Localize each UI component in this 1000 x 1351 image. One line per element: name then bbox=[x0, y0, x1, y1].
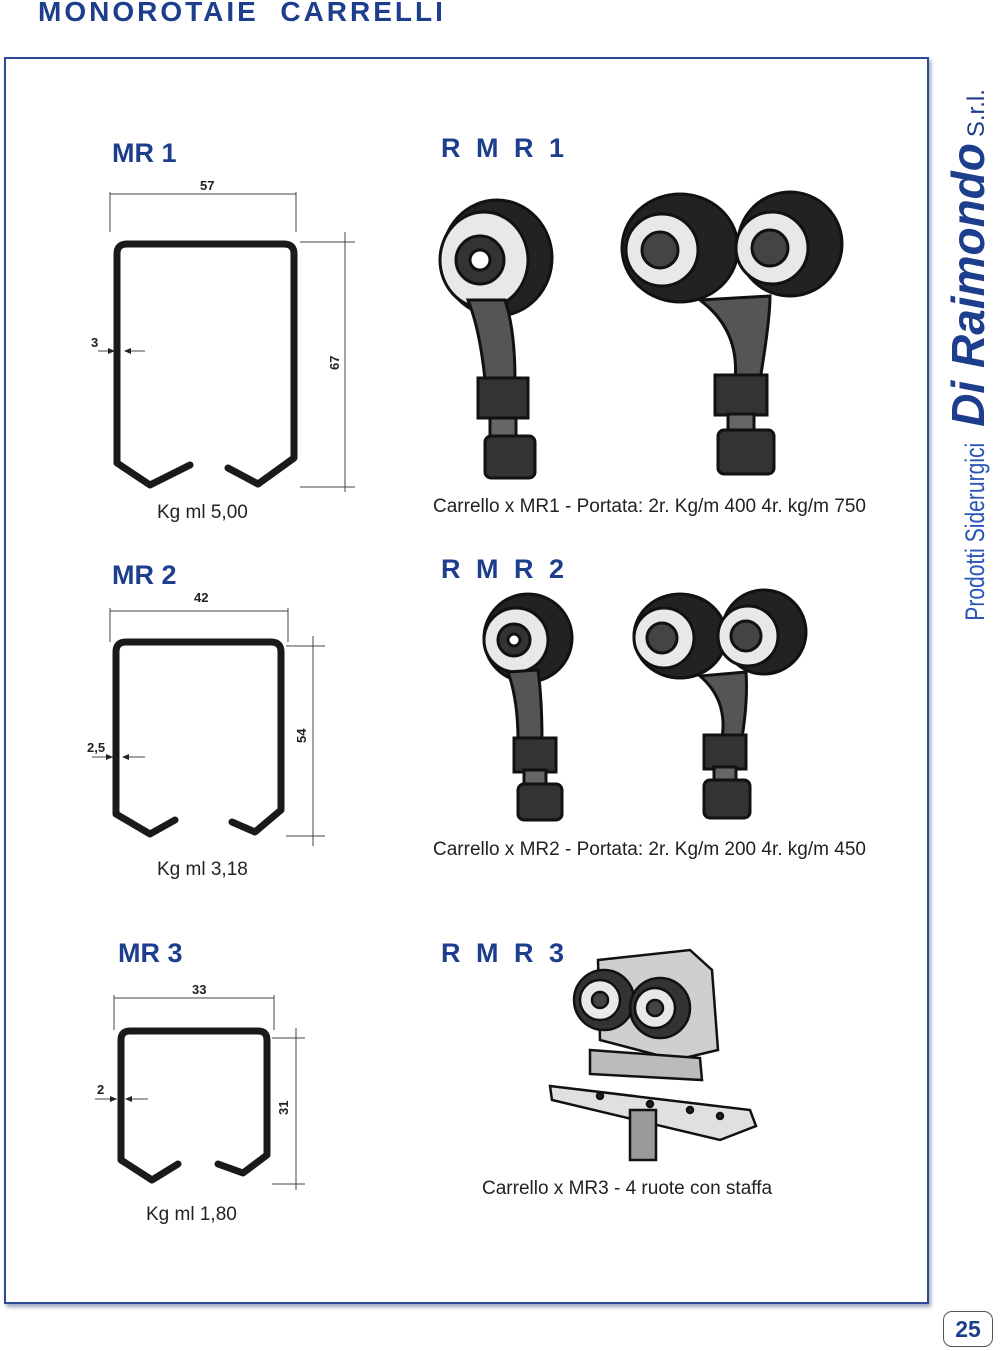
page-title: MONOROTAIE CARRELLI bbox=[38, 0, 446, 27]
weight-mr3: Kg ml 1,80 bbox=[146, 1204, 237, 1225]
dim-thickness-mr2: 2,5 bbox=[87, 740, 105, 755]
profile-title-mr3: MR 3 bbox=[118, 938, 183, 968]
dim-height-mr3: 31 bbox=[276, 1101, 291, 1115]
cart-caption-rmr3: Carrello x MR3 - 4 ruote con staffa bbox=[482, 1178, 773, 1199]
dim-width-mr1: 57 bbox=[200, 178, 214, 193]
cart-title-rmr1: R M R 1 bbox=[441, 133, 569, 163]
dim-height-mr1: 67 bbox=[327, 356, 342, 370]
dim-width-mr3: 33 bbox=[192, 982, 206, 997]
cart-caption-rmr2: Carrello x MR2 - Portata: 2r. Kg/m 200 4… bbox=[433, 839, 866, 860]
page-number: 25 bbox=[943, 1311, 993, 1347]
dim-width-mr2: 42 bbox=[194, 590, 208, 605]
weight-mr2: Kg ml 3,18 bbox=[157, 859, 248, 880]
profile-title-mr2: MR 2 bbox=[112, 560, 177, 590]
cart-title-rmr3: R M R 3 bbox=[441, 938, 569, 968]
dim-thickness-mr3: 2 bbox=[97, 1082, 104, 1097]
weight-mr1: Kg ml 5,00 bbox=[157, 502, 248, 523]
cart-title-rmr2: R M R 2 bbox=[441, 554, 569, 584]
dim-thickness-mr1: 3 bbox=[91, 335, 98, 350]
profile-title-mr1: MR 1 bbox=[112, 138, 177, 168]
cart-caption-rmr1: Carrello x MR1 - Portata: 2r. Kg/m 400 4… bbox=[433, 496, 866, 517]
dim-height-mr2: 54 bbox=[294, 728, 309, 743]
